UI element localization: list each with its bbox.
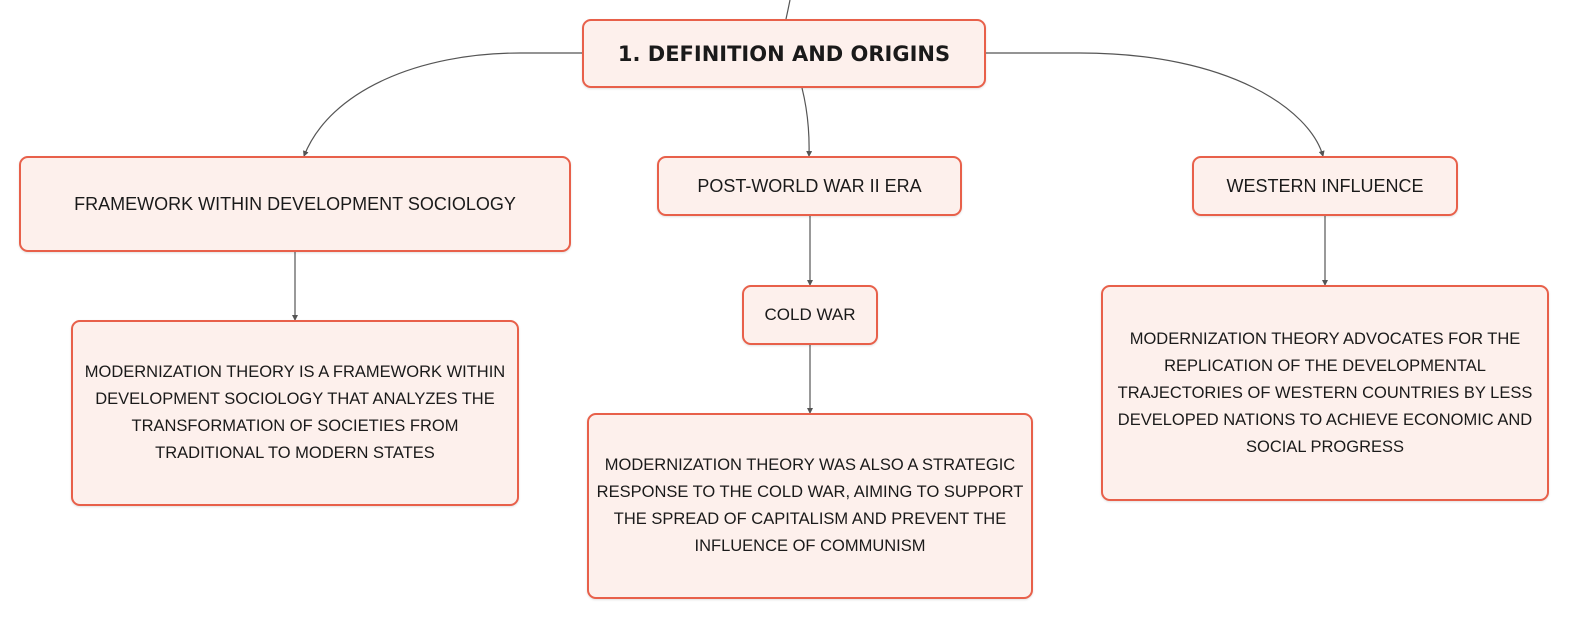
detail-line: MODERNIZATION THEORY WAS ALSO A STRATEGI…: [604, 456, 1016, 474]
western-influence-node-label: WESTERN INFLUENCE: [1226, 175, 1424, 196]
connector-root-to-framework: [303, 52, 582, 157]
detail-line: MODERNIZATION THEORY IS A FRAMEWORK WITH…: [84, 363, 506, 381]
cold-war-detail-text: MODERNIZATION THEORY WAS ALSO A STRATEGI…: [597, 452, 1024, 560]
framework-node[interactable]: FRAMEWORK WITHIN DEVELOPMENT SOCIOLOGY: [19, 156, 571, 252]
connector-root-to-western: [986, 52, 1325, 157]
detail-line: REPLICATION OF THE DEVELOPMENTAL: [1164, 356, 1486, 375]
connector-root-to-postwar: [801, 87, 813, 157]
framework-node-label: FRAMEWORK WITHIN DEVELOPMENT SOCIOLOGY: [74, 193, 516, 214]
detail-line: DEVELOPMENT SOCIOLOGY THAT ANALYZES THE: [95, 390, 495, 408]
western-detail-text: MODERNIZATION THEORY ADVOCATES FOR THE R…: [1118, 326, 1533, 461]
framework-detail-node[interactable]: MODERNIZATION THEORY IS A FRAMEWORK WITH…: [71, 320, 519, 506]
framework-detail-text: MODERNIZATION THEORY IS A FRAMEWORK WITH…: [85, 359, 505, 467]
detail-line: TRAJECTORIES OF WESTERN COUNTRIES BY LES…: [1117, 383, 1533, 402]
western-influence-node[interactable]: WESTERN INFLUENCE: [1192, 156, 1458, 216]
cold-war-node-label: COLD WAR: [764, 305, 856, 324]
detail-line: TRANSFORMATION OF SOCIETIES FROM: [131, 417, 459, 435]
detail-line: MODERNIZATION THEORY ADVOCATES FOR THE: [1129, 329, 1521, 348]
detail-line: SOCIAL PROGRESS: [1245, 437, 1404, 456]
post-world-war-node-label: POST-WORLD WAR II ERA: [697, 175, 922, 196]
detail-line: DEVELOPED NATIONS TO ACHIEVE ECONOMIC AN…: [1117, 410, 1533, 429]
root-node[interactable]: 1. DEFINITION AND ORIGINS: [582, 19, 986, 88]
cold-war-detail-node[interactable]: MODERNIZATION THEORY WAS ALSO A STRATEGI…: [587, 413, 1033, 599]
post-world-war-node[interactable]: POST-WORLD WAR II ERA: [657, 156, 962, 216]
detail-line: RESPONSE TO THE COLD WAR, AIMING TO SUPP…: [596, 483, 1024, 501]
connector-parent-to-root: [785, 0, 791, 20]
cold-war-node[interactable]: COLD WAR: [742, 285, 878, 345]
western-detail-node[interactable]: MODERNIZATION THEORY ADVOCATES FOR THE R…: [1101, 285, 1549, 501]
detail-line: THE SPREAD OF CAPITALISM AND PREVENT THE: [613, 510, 1007, 528]
root-node-label: 1. DEFINITION AND ORIGINS: [617, 41, 951, 66]
detail-line: INFLUENCE OF COMMUNISM: [694, 537, 926, 555]
detail-line: TRADITIONAL TO MODERN STATES: [155, 444, 435, 462]
